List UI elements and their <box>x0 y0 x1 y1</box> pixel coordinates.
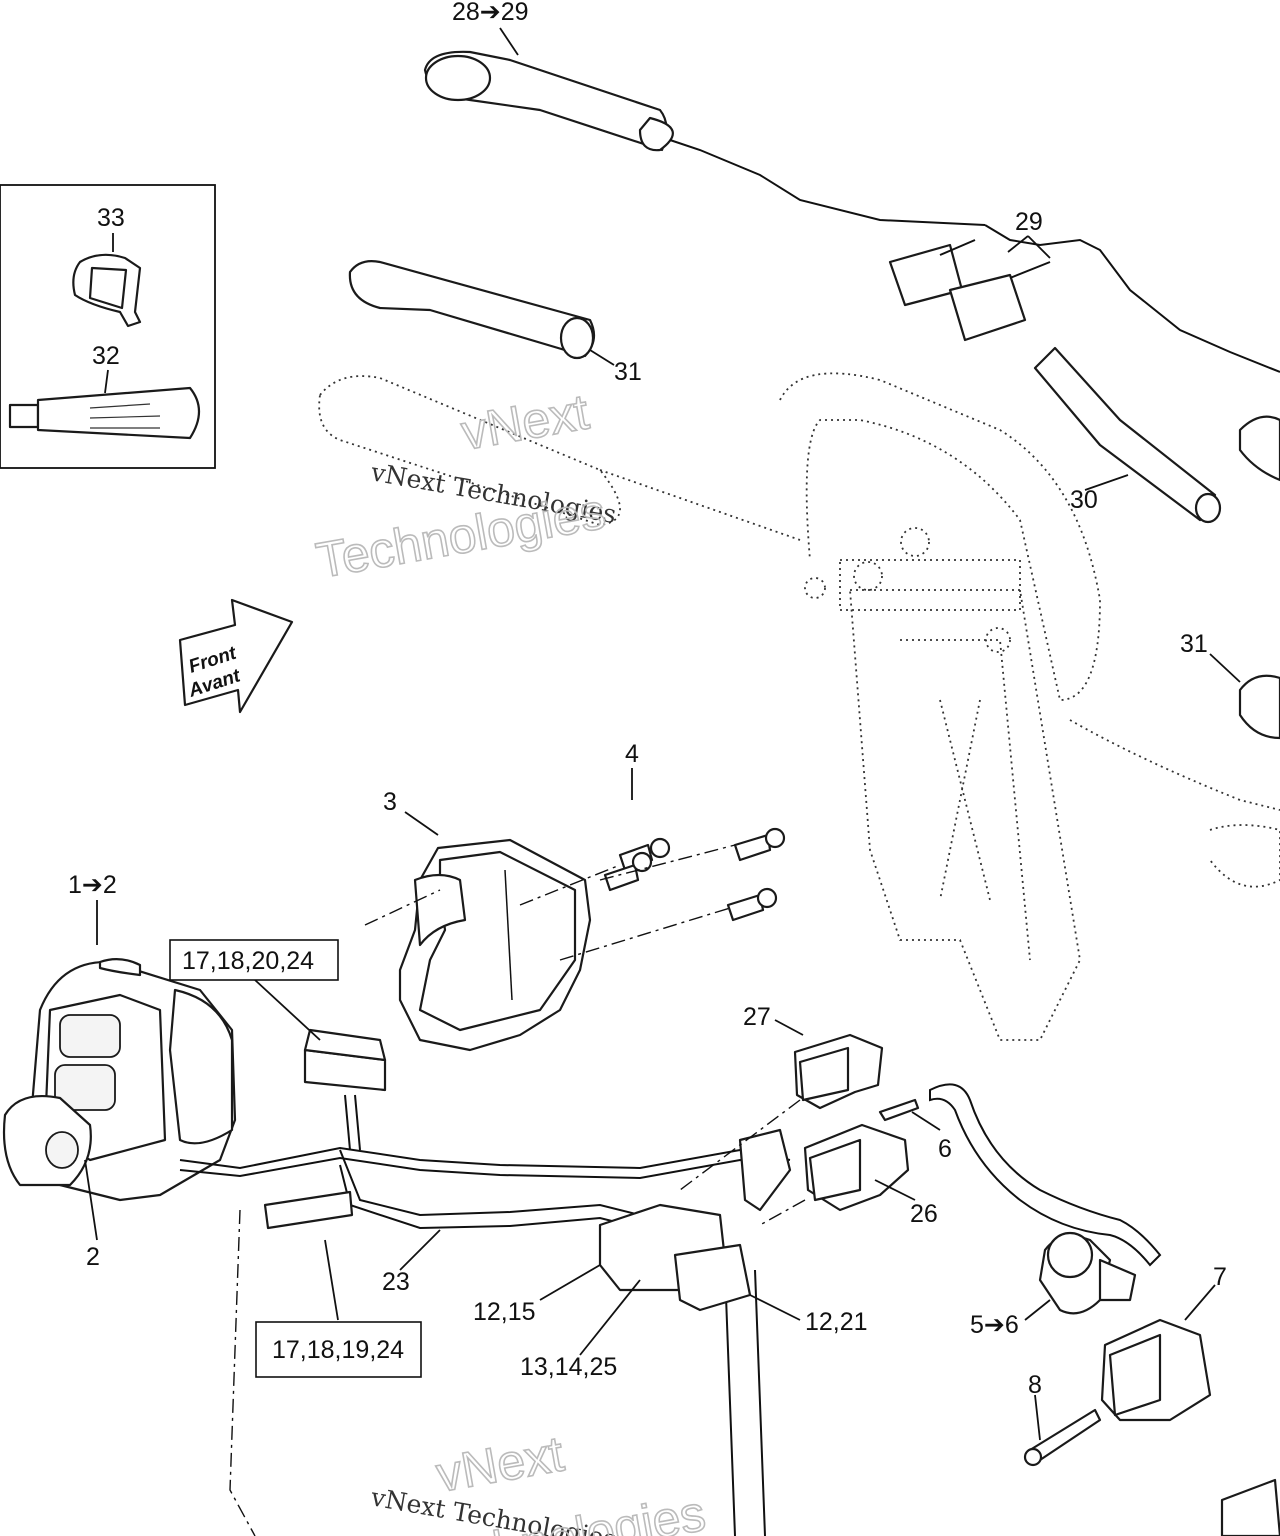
callout-6: 6 <box>938 1135 952 1163</box>
connector-bottom-icon <box>263 1190 354 1230</box>
grip-31-top-icon <box>348 260 596 360</box>
callout-1-2: 1➔2 <box>68 871 117 899</box>
heater-connector-5-icon <box>1038 1231 1137 1315</box>
switch-cover-icon <box>398 838 592 1052</box>
grip-31-right-icon <box>1238 674 1280 740</box>
clip-icon <box>72 253 142 328</box>
callout-3: 3 <box>383 788 397 816</box>
leader-lines <box>84 27 1241 1536</box>
callout-27: 27 <box>743 1003 771 1031</box>
terminal-6-icon <box>878 1098 920 1122</box>
connector-top-icon <box>303 1028 387 1092</box>
direction-arrow: Front Avant <box>178 598 294 714</box>
box-top-frame <box>169 939 339 981</box>
callout-32: 32 <box>92 342 120 370</box>
watermark-bottom: vNext Technologies vNext Technologies <box>368 1425 710 1536</box>
connector-29-icon <box>888 239 1051 342</box>
watermark-word1-top: vNext <box>457 383 593 460</box>
box-bottom-frame <box>255 1321 422 1378</box>
callout-30: 30 <box>1070 486 1098 514</box>
callout-2: 2 <box>86 1243 100 1271</box>
watermark-word1-bottom: vNext <box>432 1425 568 1502</box>
wire-harness-icon <box>179 1083 1162 1536</box>
callout-7: 7 <box>1213 1263 1227 1291</box>
callout-31-right: 31 <box>1180 630 1208 658</box>
callout-13-14-25: 13,14,25 <box>520 1353 617 1381</box>
callout-29: 29 <box>1015 208 1043 236</box>
callout-26: 26 <box>910 1200 938 1228</box>
callout-12-21: 12,21 <box>805 1308 868 1336</box>
watermark-top: vNext Technologies vNext Technologies <box>311 383 618 590</box>
connector-27-icon <box>793 1033 884 1110</box>
screws-4-icon <box>364 827 786 961</box>
screw-8-icon <box>1023 1408 1102 1467</box>
handlebar-30-icon <box>1033 346 1280 524</box>
callout-8: 8 <box>1028 1371 1042 1399</box>
callout-5-6: 5➔6 <box>970 1311 1019 1339</box>
box-top-label: 17,18,20,24 <box>182 947 314 975</box>
connector-26-icon <box>803 1123 910 1212</box>
callout-4: 4 <box>625 740 639 768</box>
callout-28-29: 28➔29 <box>452 0 529 26</box>
callout-31-top: 31 <box>614 358 642 386</box>
callout-33: 33 <box>97 204 125 232</box>
corner-part-icon <box>1220 1478 1280 1536</box>
connector-cluster-icon <box>598 1128 792 1312</box>
box-bottom-label: 17,18,19,24 <box>272 1336 404 1364</box>
grease-tube-icon <box>8 386 201 440</box>
handlebar-icon <box>318 372 1280 1041</box>
callout-12-15: 12,15 <box>473 1298 536 1326</box>
switch-housing-icon <box>2 958 237 1202</box>
connector-7-icon <box>1100 1318 1212 1422</box>
callout-23: 23 <box>382 1268 410 1296</box>
